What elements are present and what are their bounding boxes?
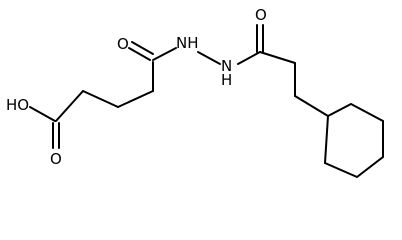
- bond-c2-c3: [82, 90, 119, 108]
- bond-c3-c4: [117, 90, 154, 108]
- bond-c1-c2: [55, 90, 84, 122]
- atom-acid-carbonyl-o: O: [50, 150, 62, 168]
- atom-hydrazide-n2-h: H: [221, 71, 232, 89]
- cyclohexane-ring: [323, 102, 384, 179]
- bond-c6-c7: [259, 51, 296, 64]
- atom-hydrazide-nh1: NH: [176, 34, 199, 52]
- bond-c5-o-double-b: [131, 41, 154, 55]
- bond-nh-c6: [237, 51, 261, 65]
- atom-amide2-carbonyl-o: O: [255, 6, 267, 24]
- bond-ho-c1: [29, 106, 56, 122]
- bond-c5-nh: [152, 47, 177, 61]
- atom-hydrazide-n2: N: [221, 57, 232, 75]
- bond-c5-o-double-a: [128, 47, 151, 61]
- atom-amide1-carbonyl-o: O: [117, 35, 129, 53]
- structure-canvas: HO O O NH N H O: [6, 6, 384, 179]
- bond-c8-c9: [294, 95, 329, 117]
- atom-hydroxyl-o: HO: [6, 96, 29, 114]
- bond-nh-nh: [197, 51, 221, 65]
